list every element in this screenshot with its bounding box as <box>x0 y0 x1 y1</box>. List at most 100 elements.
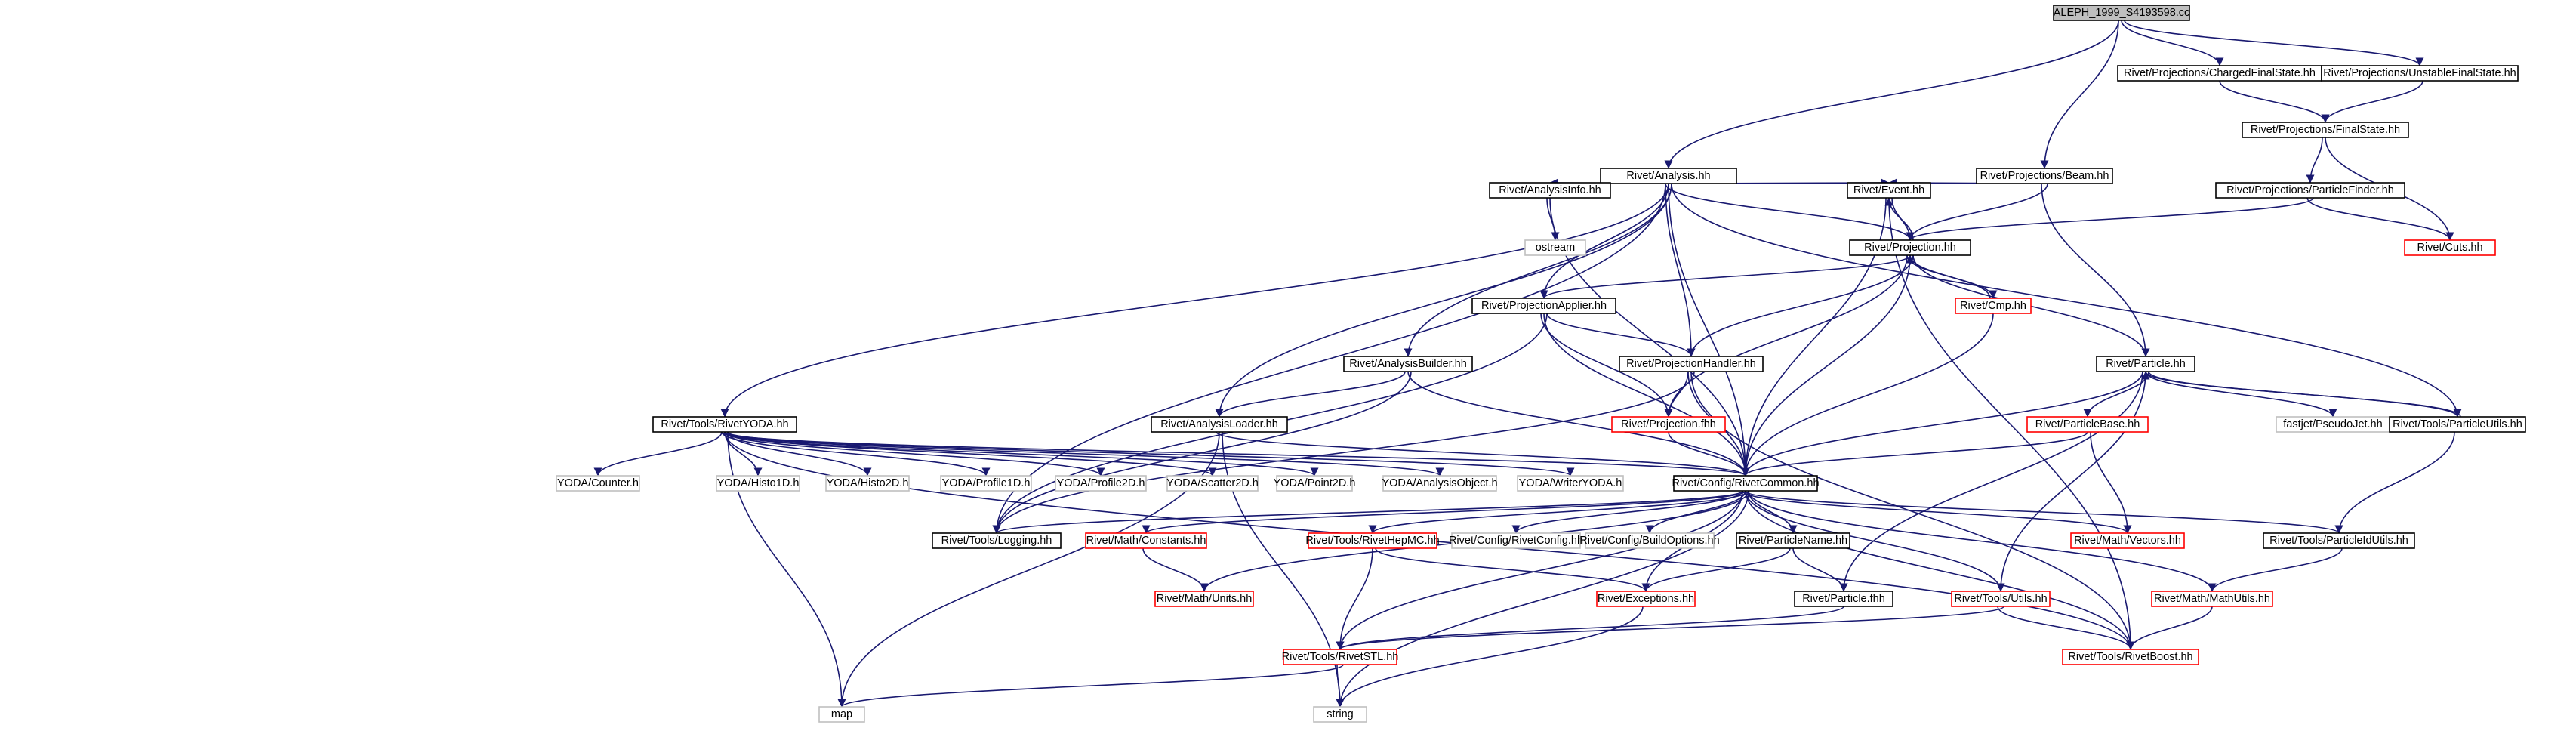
node-box-rivetyoda <box>652 416 797 433</box>
edge-projection-to-projapplier <box>1539 254 1911 299</box>
edge-root-to-unstablefs <box>2124 20 2424 66</box>
node-box-projapplier <box>1471 298 1616 314</box>
edge-projapplier-to-projhandler <box>1546 313 1696 357</box>
node-box-map <box>818 706 865 723</box>
node-chargedfs[interactable]: Rivet/Projections/ChargedFinalState.hh <box>2117 65 2322 82</box>
node-box-analysisbuilder <box>1343 356 1473 372</box>
node-counter: YODA/Counter.h <box>556 475 640 492</box>
node-rivetstl[interactable]: Rivet/Tools/RivetSTL.hh <box>1282 649 1399 665</box>
node-projhandler[interactable]: Rivet/ProjectionHandler.hh <box>1619 356 1764 372</box>
node-label-rivetboost: Rivet/Tools/RivetBoost.hh <box>2068 651 2192 663</box>
node-box-exceptions <box>1596 591 1696 607</box>
node-label-mathutils: Rivet/Math/MathUtils.hh <box>2154 593 2270 605</box>
edge-cmp-to-projection <box>1906 254 1991 299</box>
node-particlefinder[interactable]: Rivet/Projections/ParticleFinder.hh <box>2215 182 2405 199</box>
node-particleutils[interactable]: Rivet/Tools/ParticleUtils.hh <box>2389 416 2526 433</box>
node-projfhh[interactable]: Rivet/Projection.fhh <box>1611 416 1726 433</box>
node-particlebase[interactable]: Rivet/ParticleBase.hh <box>2026 416 2149 433</box>
node-analysisinfo[interactable]: Rivet/AnalysisInfo.hh <box>1489 182 1611 199</box>
edge-rivetcommon-to-rivethepmc <box>1368 490 1749 534</box>
node-vectors[interactable]: Rivet/Math/Vectors.hh <box>2070 532 2185 549</box>
edge-particlebase-to-rivetcommon <box>1741 431 2088 477</box>
node-constants[interactable]: Rivet/Math/Constants.hh <box>1085 532 1207 549</box>
edge-particlefhh-to-rivetstl <box>1336 606 1844 650</box>
node-string: string <box>1313 706 1367 723</box>
node-logging[interactable]: Rivet/Tools/Logging.hh <box>932 532 1062 549</box>
node-label-root: ALEPH_1999_S4193598.cc <box>2054 7 2190 19</box>
node-cmp[interactable]: Rivet/Cmp.hh <box>1955 298 2032 314</box>
node-projapplier[interactable]: Rivet/ProjectionApplier.hh <box>1471 298 1616 314</box>
node-box-histo2d <box>825 475 910 492</box>
node-profile2d: YODA/Profile2D.h <box>1055 475 1147 492</box>
edge-analysis-to-analysisloader <box>1215 183 1672 418</box>
node-label-projapplier: Rivet/ProjectionApplier.hh <box>1481 300 1607 312</box>
edge-rivetyoda-to-analysisobject <box>724 431 1444 477</box>
node-analysisbuilder[interactable]: Rivet/AnalysisBuilder.hh <box>1343 356 1473 372</box>
node-box-particleutils <box>2389 416 2526 433</box>
node-particleidutils[interactable]: Rivet/Tools/ParticleIdUtils.hh <box>2263 532 2415 549</box>
node-analysis[interactable]: Rivet/Analysis.hh <box>1600 168 1737 184</box>
node-projection[interactable]: Rivet/Projection.hh <box>1849 239 1971 256</box>
node-box-particleidutils <box>2263 532 2415 549</box>
node-exceptions[interactable]: Rivet/Exceptions.hh <box>1596 591 1696 607</box>
node-rivetboost[interactable]: Rivet/Tools/RivetBoost.hh <box>2062 649 2199 665</box>
node-utils[interactable]: Rivet/Tools/Utils.hh <box>1951 591 2051 607</box>
edge-particlefinder-to-cuts <box>2306 197 2454 241</box>
node-label-histo1d: YODA/Histo1D.h <box>717 477 800 489</box>
node-label-analysisbuilder: Rivet/AnalysisBuilder.hh <box>1349 358 1467 370</box>
node-cuts[interactable]: Rivet/Cuts.hh <box>2404 239 2496 256</box>
node-units[interactable]: Rivet/Math/Units.hh <box>1154 591 1254 607</box>
node-beam[interactable]: Rivet/Projections/Beam.hh <box>1976 168 2113 184</box>
node-rivetyoda[interactable]: Rivet/Tools/RivetYODA.hh <box>652 416 797 433</box>
edge-particle-to-pseudojet <box>2145 371 2337 418</box>
node-profile1d: YODA/Profile1D.h <box>940 475 1032 492</box>
node-unstablefs[interactable]: Rivet/Projections/UnstableFinalState.hh <box>2321 65 2519 82</box>
node-particle[interactable]: Rivet/Particle.hh <box>2096 356 2195 372</box>
node-label-rivetstl: Rivet/Tools/RivetSTL.hh <box>1282 651 1399 663</box>
node-rivetconfig: Rivet/Config/RivetConfig.hh <box>1449 532 1583 549</box>
edge-rivetyoda-to-counter <box>593 431 723 477</box>
node-label-particleutils: Rivet/Tools/ParticleUtils.hh <box>2393 418 2522 430</box>
edge-analysis-to-projection <box>1665 183 1915 241</box>
node-label-cmp: Rivet/Cmp.hh <box>1960 300 2026 312</box>
edge-event-to-rivetboost <box>1888 197 2135 650</box>
node-label-profile2d: YODA/Profile2D.h <box>1057 477 1145 489</box>
edge-analysis-to-rivetcommon <box>1668 183 1750 477</box>
node-particlename[interactable]: Rivet/ParticleName.hh <box>1736 532 1850 549</box>
edge-rivetyoda-to-profile2d <box>724 431 1105 477</box>
node-finalstate[interactable]: Rivet/Projections/FinalState.hh <box>2242 122 2409 138</box>
edge-particlename-to-particlefhh <box>1792 547 1848 592</box>
node-event[interactable]: Rivet/Event.hh <box>1847 182 1931 199</box>
node-label-beam: Rivet/Projections/Beam.hh <box>1980 170 2109 182</box>
edge-rivetcommon-to-particleidutils <box>1745 490 2343 534</box>
edge-rivetyoda-to-rivetcommon <box>721 431 1749 477</box>
node-mathutils[interactable]: Rivet/Math/MathUtils.hh <box>2151 591 2273 607</box>
node-box-cmp <box>1955 298 2032 314</box>
node-particlefhh[interactable]: Rivet/Particle.fhh <box>1794 591 1893 607</box>
node-box-particlefinder <box>2215 182 2405 199</box>
node-label-vectors: Rivet/Math/Vectors.hh <box>2074 535 2181 547</box>
node-label-particle: Rivet/Particle.hh <box>2106 358 2186 370</box>
edge-analysisinfo-to-ostream <box>1546 197 1560 241</box>
edge-rivetcommon-to-constants <box>1142 490 1746 534</box>
node-box-root <box>2053 5 2190 21</box>
edge-particle-to-particlefhh <box>1839 371 2143 592</box>
node-label-cuts: Rivet/Cuts.hh <box>2417 242 2482 254</box>
node-label-particlename: Rivet/ParticleName.hh <box>1739 535 1847 547</box>
edge-rivetcommon-to-string <box>1336 490 1749 708</box>
node-rivethepmc[interactable]: Rivet/Tools/RivetHepMC.hh <box>1305 532 1440 549</box>
node-label-string: string <box>1327 708 1353 720</box>
node-label-particleidutils: Rivet/Tools/ParticleIdUtils.hh <box>2269 535 2408 547</box>
edge-analysisloader-to-string <box>1222 431 1345 708</box>
node-box-particlename <box>1736 532 1850 549</box>
edge-analysisbuilder-to-rivetcommon <box>1407 371 1750 477</box>
node-analysisloader[interactable]: Rivet/AnalysisLoader.hh <box>1151 416 1288 433</box>
edge-rivetyoda-to-point2d <box>721 431 1319 477</box>
edge-rivetcommon-to-logging <box>992 490 1743 534</box>
edge-rivetyoda-to-map <box>727 431 846 708</box>
node-rivetcommon[interactable]: Rivet/Config/RivetCommon.hh <box>1672 475 1820 492</box>
node-root[interactable]: ALEPH_1999_S4193598.cc <box>2053 5 2190 21</box>
node-box-projection <box>1849 239 1971 256</box>
node-box-projhandler <box>1619 356 1764 372</box>
edge-beam-to-particle <box>2041 183 2150 357</box>
